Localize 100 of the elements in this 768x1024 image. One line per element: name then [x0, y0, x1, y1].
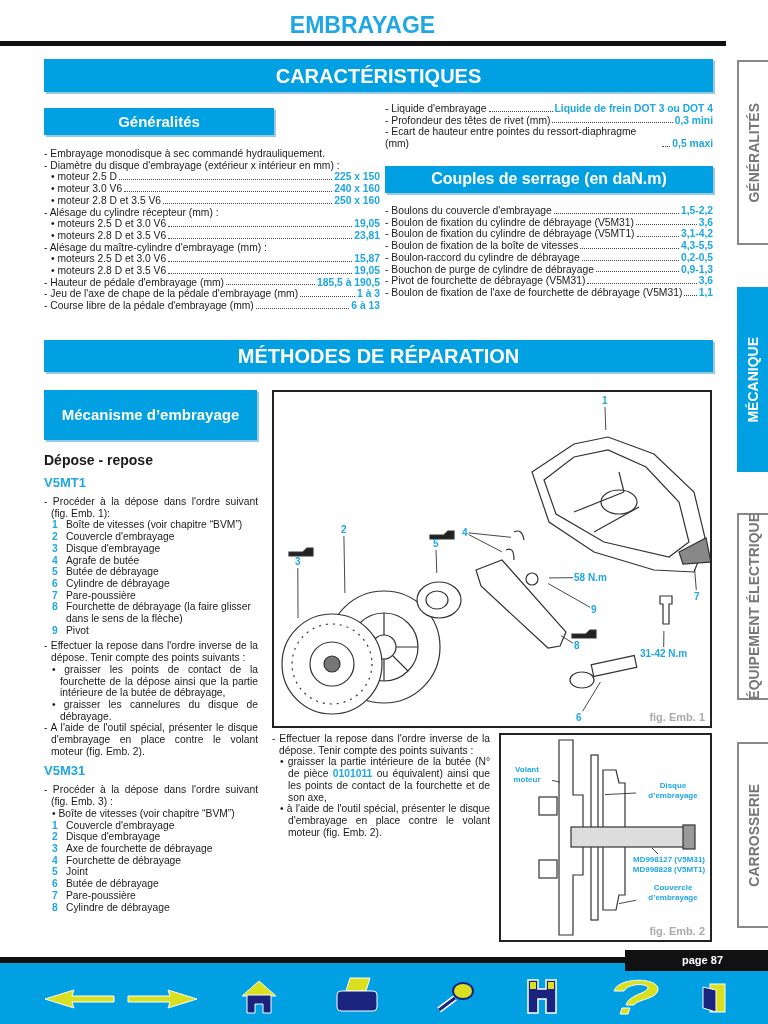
leader-line [694, 568, 697, 591]
spec-value: 19,05 [354, 265, 380, 277]
item-number: 6 [51, 878, 59, 890]
spec-value: 185,5 à 190,5 [317, 276, 380, 289]
callout-number: 5 [433, 538, 439, 549]
chapter-tab [737, 742, 768, 928]
spec-value: 19,05 [354, 218, 380, 230]
section-heading: Couples de serrage (en daN.m) [431, 169, 667, 190]
paragraph: - Effectuer la repose dans l'ordre inverse de la dépose. Tenir compte des points suivants : [272, 733, 490, 757]
callout-number: 3 [295, 556, 301, 567]
spec-value: 0,9-1,3 [680, 263, 713, 276]
leader-line [560, 635, 574, 644]
model-heading: V5M31 [44, 763, 87, 780]
item-number: 2 [51, 831, 59, 843]
section-banner [44, 390, 257, 440]
spec-value: 3,1-4,2 [680, 228, 713, 241]
callout-label: 31-42 N.m [640, 648, 688, 659]
spec-label: • moteurs 2.5 D et 3.0 V6 [51, 253, 167, 266]
paragraph: - Procéder à la dépose dans l'ordre suivant (fig. Emb. 1): [44, 496, 258, 520]
leader-line [547, 583, 591, 608]
leader-line [297, 567, 299, 619]
item-text: Agrafe de butée [66, 554, 141, 567]
item-number: 1 [51, 819, 59, 832]
spec-value: 3,6 [698, 275, 713, 287]
callout-number: 6 [576, 712, 582, 723]
spec-value: 6 à 13 [351, 300, 380, 312]
item-text: Fourchette de débrayage [66, 854, 183, 867]
item-number: 8 [51, 901, 59, 914]
item-number: 2 [51, 531, 59, 543]
section-banner [44, 108, 274, 135]
leader-line [582, 681, 601, 712]
leader-line [548, 577, 574, 579]
paragraph: - Diamètre du disque d'embrayage (extérieur x intérieur en mm) : [44, 159, 341, 172]
item-text: Pivot [66, 624, 90, 637]
leader-line [343, 535, 346, 594]
item-number: 4 [51, 854, 59, 867]
spec-label: - Liquide d'embrayage [385, 103, 487, 115]
spec-label: • moteurs 2.8 D et 3.5 V6 [51, 265, 167, 277]
spec-label: • moteurs 2.5 D et 3.0 V6 [51, 218, 167, 230]
item-text: Couvercle d'embrayage [66, 531, 176, 543]
spec-label: • moteur 2.8 D et 3.5 V6 [51, 194, 162, 207]
callout-label: MD998127 (V5M31) MD998828 (V5MT1) [627, 855, 711, 875]
bullet-item: • Boîte de vitesses (voir chapitre “BVM”) [51, 807, 236, 820]
item-number: 7 [51, 589, 59, 602]
item-text: Butée de débrayage [66, 878, 160, 890]
item-text: Couvercle d'embrayage [66, 819, 176, 832]
spec-value: 1,5-2,2 [680, 205, 713, 217]
callout-number: 1 [602, 395, 608, 406]
spec-label: - Pivot de fourchette de débrayage (V5M31) [385, 275, 586, 287]
tab-label: GÉNÉRALITÉS [745, 102, 762, 203]
spec-label: - Boulon-raccord du cylindre de débrayage [385, 251, 580, 264]
spec-label: - Profondeur des têtes de rivet (mm) [385, 114, 551, 127]
figure-frame [499, 733, 712, 942]
chapter-tab [737, 60, 768, 245]
spec-value: 0,5 maxi [672, 138, 713, 150]
spec-label: - Boulons du couvercle d'embrayage [385, 205, 552, 217]
paragraph: - Alésage du maître-cylindre d'embrayage (mm) : [44, 241, 268, 254]
item-text: Cylindre de débrayage [66, 577, 171, 590]
chapter-tab [737, 287, 768, 472]
section-banner [44, 59, 713, 92]
item-text: Pare-poussière [66, 589, 137, 602]
leader-line [604, 406, 607, 431]
spec-label: - Bouchon de purge de cylindre de débrayage [385, 263, 594, 276]
figure-caption: fig. Emb. 2 [649, 925, 705, 937]
callout-number: 7 [694, 591, 700, 602]
paragraph: - Alésage du cylindre récepteur (mm) : [44, 206, 220, 219]
callout-label: Disque d’embrayage [637, 781, 709, 801]
spec-value: 0,3 mini [674, 114, 713, 127]
bullet-item: • graisser la partie intérieure de la butée (N° de pièce 0101011 ou équivalent) ainsi que les points de contact de la fourchette et de son axe, [279, 756, 490, 804]
page-number-tag [625, 950, 768, 971]
section-banner [385, 166, 713, 193]
spec-label: • moteurs 2.8 D et 3.5 V6 [51, 229, 167, 242]
leader-line [663, 630, 665, 648]
page-number: page 87 [682, 954, 723, 966]
callout-number: 2 [341, 524, 347, 535]
figure-frame [272, 390, 712, 728]
item-number: 1 [51, 519, 59, 532]
item-number: 7 [51, 889, 59, 902]
item-number: 5 [51, 866, 59, 879]
bullet-item: • graisser les points de contact de la fourchette de la dépose ainsi que la partie intérieure de la butée de débrayage, [51, 663, 258, 699]
paragraph: - Procéder à la dépose dans l'ordre suivant (fig. Emb. 3) : [44, 784, 258, 808]
leader-line [604, 792, 637, 796]
leader-line [468, 534, 503, 553]
item-text: Cylindre de débrayage [66, 901, 171, 914]
spec-label: • moteur 3.0 V6 [51, 183, 123, 195]
spec-label: - Hauteur de pédale d'embrayage (mm) [44, 276, 224, 289]
callout-label: 58 N.m [574, 572, 607, 583]
item-number: 6 [51, 577, 59, 590]
leader-line [618, 899, 637, 905]
spec-value: 250 x 160 [334, 194, 380, 207]
spec-value: 240 x 160 [334, 183, 380, 195]
paragraph: - A l'aide de l'outil spécial, présenter le disque d'embrayage en place contre le volant moteur (fig. Emb. 2). [44, 722, 258, 758]
spec-label: • moteur 2.5 D [51, 171, 117, 184]
item-number: 8 [51, 601, 59, 615]
leader-line [651, 847, 659, 855]
callout-label: Couvercle d’embrayage [637, 883, 709, 903]
item-number: 3 [51, 843, 59, 855]
callout-number: 8 [574, 640, 580, 651]
callout-number: 9 [591, 604, 597, 615]
spec-label: - Boulon de fixation du cylindre de débrayage (V5M31) [385, 216, 634, 229]
